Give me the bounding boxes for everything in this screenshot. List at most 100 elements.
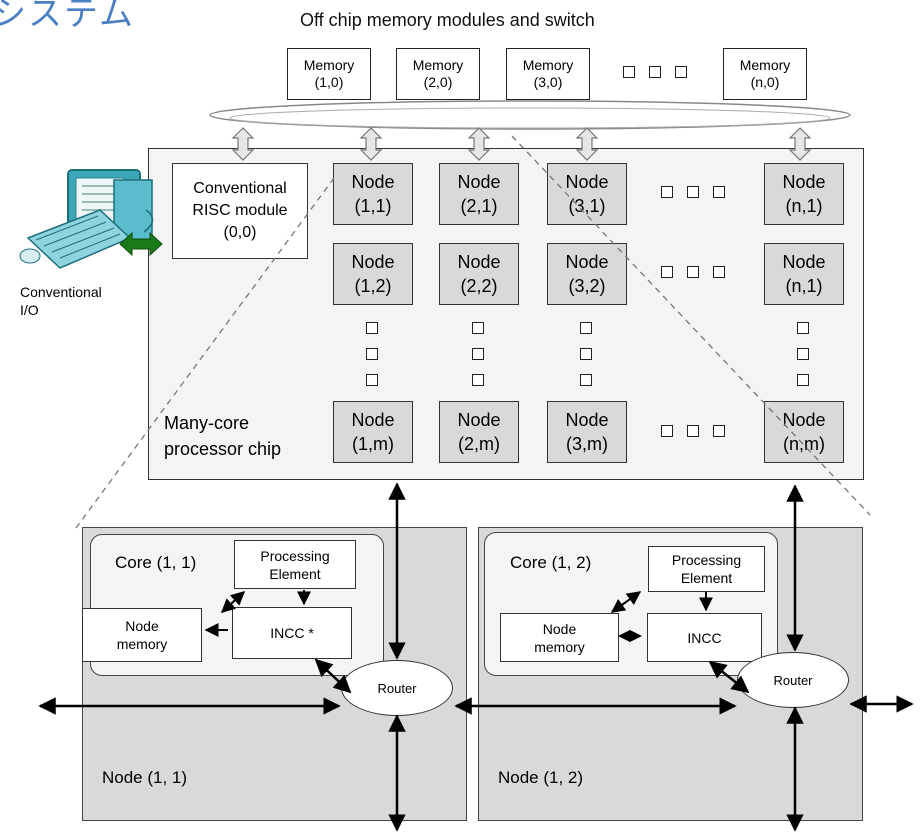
node-cell: Node(3,1)	[547, 163, 627, 225]
ellipsis-square	[687, 425, 699, 437]
ellipsis-square	[472, 374, 484, 386]
node-memory-right: Node memory	[500, 613, 619, 662]
ellipsis-square	[713, 186, 725, 198]
node-word: Node	[565, 252, 609, 272]
node-cell: Node (1,m)	[333, 401, 413, 463]
node-word: Node	[457, 410, 501, 430]
io-arrow	[119, 231, 163, 257]
memory-module: Memory (3,0)	[506, 48, 590, 100]
node-cell: Node(1,1)	[333, 163, 413, 225]
pe-line2: Element	[269, 565, 321, 582]
chip-label-line2: processor chip	[164, 439, 282, 459]
node-index: (3,m)	[566, 434, 608, 454]
core-label-right: Core (1, 2)	[510, 553, 592, 572]
offchip-title: Off chip memory modules and switch	[300, 10, 595, 30]
node-index: (n,m)	[783, 434, 825, 454]
memory-switch-ring	[209, 100, 851, 130]
node-index: (1,1)	[354, 196, 392, 216]
io-label: Conventional I/O	[20, 283, 102, 319]
detail-arrows	[38, 482, 914, 832]
mem-line1: Node	[125, 618, 159, 634]
memory-name: Memory	[412, 57, 464, 73]
io-label-line2: I/O	[20, 302, 39, 318]
pe-line1: Processing	[671, 552, 742, 568]
incc-right: INCC	[647, 613, 762, 662]
memory-index: (n,0)	[750, 74, 780, 90]
mem-line2: memory	[534, 638, 585, 655]
risc-line1: Conventional	[193, 180, 287, 197]
ellipsis-square	[366, 322, 378, 334]
ellipsis-square	[472, 322, 484, 334]
chip-label-line1: Many-core	[164, 413, 250, 433]
risc-line3: (0,0)	[223, 224, 257, 241]
ellipsis-square	[675, 66, 687, 78]
computer-icon	[19, 169, 154, 269]
node-word: Node	[457, 252, 501, 272]
node-index: (n,1)	[785, 196, 823, 216]
processing-element-left: Processing Element	[234, 540, 356, 589]
router-right: Router	[737, 652, 849, 708]
memory-index: (1,0)	[314, 74, 344, 90]
ellipsis-square	[472, 348, 484, 360]
ellipsis-square	[649, 66, 661, 78]
node-index: (n,1)	[785, 276, 823, 296]
node-label-left: Node (1, 1)	[102, 768, 188, 787]
node-word: Node	[351, 410, 395, 430]
node-word: Node	[782, 410, 826, 430]
ellipsis-square	[713, 425, 725, 437]
memory-module: Memory (2,0)	[396, 48, 480, 100]
node-word: Node	[351, 252, 395, 272]
node-index: (2,2)	[460, 276, 498, 296]
node-memory-left: Node memory	[82, 608, 202, 662]
incc-label: INCC	[687, 629, 722, 646]
node-cell: Node(n,1)	[764, 243, 844, 305]
router-left: Router	[341, 660, 453, 716]
node-cell: Node (2,1)	[439, 163, 519, 225]
zoom-lines	[75, 135, 871, 529]
ellipsis-square	[366, 348, 378, 360]
node-cell: Node (2,2)	[439, 243, 519, 305]
node-cell: Node (3,2)	[547, 243, 627, 305]
memory-name: Memory	[739, 57, 791, 73]
memory-module: Memory (1,0)	[287, 48, 371, 100]
ellipsis-square	[623, 66, 635, 78]
ellipsis-square	[661, 266, 673, 278]
ellipsis-square	[797, 322, 809, 334]
ellipsis-square	[687, 266, 699, 278]
mem-line1: Node	[542, 620, 577, 637]
mem-line2: memory	[116, 636, 168, 652]
core-label-left: Core (1, 1)	[115, 553, 197, 572]
heading-fragment: システム	[0, 0, 135, 34]
bus-arrows	[231, 127, 812, 161]
node-word: Node	[457, 172, 501, 192]
chip-label: Many-core processor chip	[164, 410, 281, 462]
ellipsis-square	[580, 322, 592, 334]
ellipsis-square	[661, 425, 673, 437]
ellipsis-square	[797, 374, 809, 386]
memory-module: Memory (n,0)	[723, 48, 807, 100]
ellipsis-square	[580, 374, 592, 386]
pe-line2: Element	[680, 570, 733, 586]
ellipsis-square	[687, 186, 699, 198]
node-index: (2,m)	[458, 434, 500, 454]
ellipsis-square	[661, 186, 673, 198]
memory-index: (3,0)	[533, 74, 563, 90]
node-cell: Node(3,m)	[547, 401, 627, 463]
memory-index: (2,0)	[423, 74, 453, 90]
node-index: (1,m)	[352, 434, 394, 454]
node-cell: Node (2,m)	[439, 401, 519, 463]
incc-left: INCC *	[232, 607, 352, 659]
pe-line1: Processing	[260, 547, 330, 564]
risc-line2: RISC module	[192, 202, 288, 219]
ellipsis-square	[713, 266, 725, 278]
node-index: (3,2)	[568, 276, 606, 296]
router-label: Router	[377, 680, 417, 696]
node-index: (2,1)	[460, 196, 498, 216]
ellipsis-square	[797, 348, 809, 360]
node-word: Node	[565, 172, 609, 192]
node-cell: Node(1,2)	[333, 243, 413, 305]
ellipsis-square	[580, 348, 592, 360]
node-label-right: Node (1, 2)	[498, 768, 584, 787]
memory-incc-link	[618, 630, 642, 642]
